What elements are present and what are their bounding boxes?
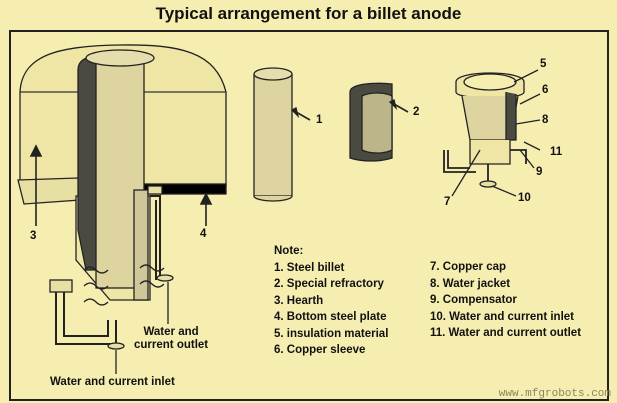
- note-item: 5. insulation material: [274, 327, 389, 340]
- notes-right: 7. Copper cap 8. Water jacket 9. Compens…: [430, 259, 581, 342]
- note-item: 8. Water jacket: [430, 277, 511, 290]
- water-leaders: [115, 282, 169, 374]
- pipe-outlet: [150, 195, 161, 280]
- inlet-disc: [107, 342, 125, 350]
- callout-7: 7: [444, 196, 451, 208]
- note-item: 6. Copper sleeve: [274, 344, 366, 356]
- callout-8: 8: [542, 114, 549, 126]
- outlet-disc: [156, 274, 174, 282]
- note-item: 7. Copper cap: [430, 261, 507, 273]
- callout-3: 3: [30, 230, 37, 242]
- billet-top: [85, 49, 155, 67]
- note-item: 3. Hearth: [274, 294, 324, 307]
- callout-2: 2: [413, 106, 420, 118]
- main-anode-assembly: [17, 44, 227, 350]
- note-item: 1. Steel billet: [274, 261, 345, 274]
- pipe-inlet: [55, 286, 116, 345]
- note-item: 10. Water and current inlet: [430, 310, 574, 323]
- left-bracket: [17, 177, 81, 205]
- jacket-coil-left: [83, 266, 109, 306]
- callout-10: 10: [518, 192, 531, 204]
- water-inlet-label: Water and current inlet: [50, 376, 175, 388]
- callout-11: 11: [550, 146, 563, 158]
- notes-left: Note: 1. Steel billet 2. Special refract…: [274, 243, 388, 359]
- watermark: www.mfgrobots.com: [498, 388, 611, 400]
- note-heading: Note:: [274, 245, 304, 257]
- callout-6: 6: [542, 84, 549, 96]
- callout-9: 9: [536, 166, 543, 178]
- callout-4: 4: [200, 228, 207, 240]
- note-item: 11. Water and current outlet: [430, 327, 582, 339]
- callout-leaders: [451, 69, 541, 197]
- part-steel-billet: [253, 67, 311, 202]
- part-special-refractory: [349, 82, 409, 162]
- page-title: Typical arrangement for a billet anode: [155, 4, 462, 23]
- callout-5: 5: [540, 58, 547, 70]
- note-item: 2. Special refractory: [274, 278, 384, 290]
- part-copper-cap-assembly: [443, 72, 527, 188]
- water-outlet-label: Water and current outlet: [134, 326, 209, 351]
- callout-1: 1: [316, 114, 323, 126]
- main-arrows: [29, 144, 213, 226]
- pipe-flange: [49, 279, 73, 293]
- diagram-frame: [9, 30, 609, 401]
- note-item: 9. Compensator: [430, 294, 517, 306]
- copper-sleeve-main: [133, 189, 149, 301]
- note-item: 4. Bottom steel plate: [274, 311, 387, 323]
